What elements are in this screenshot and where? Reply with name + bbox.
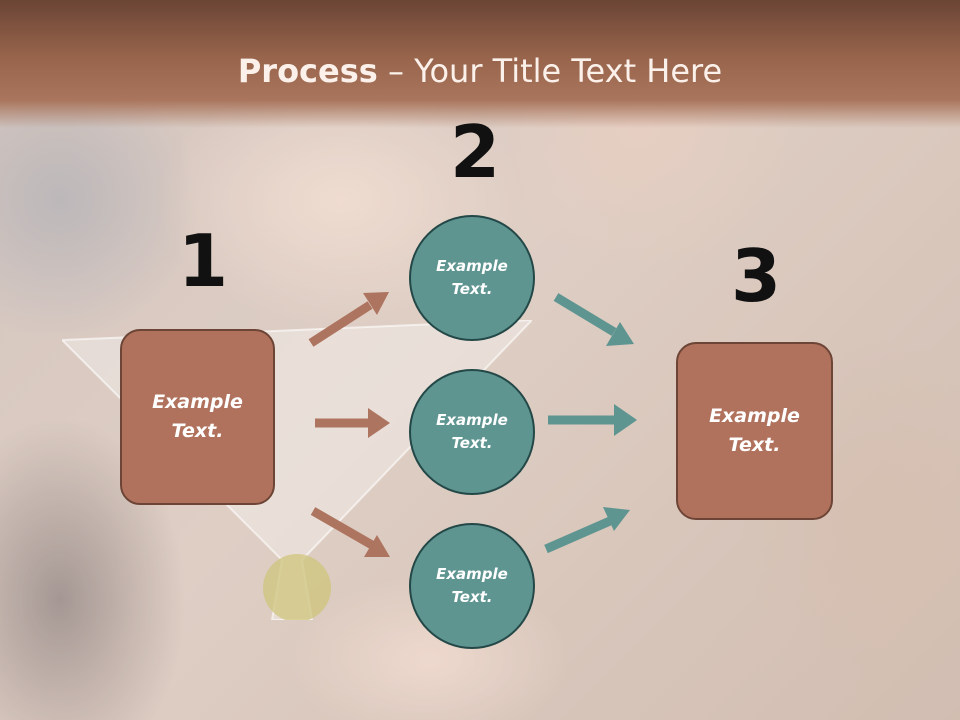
arrow-left-to-middle — [315, 408, 390, 438]
step-number-3: 3 — [731, 234, 782, 318]
step-number-1: 1 — [178, 219, 229, 303]
step-3-box: Example Text. — [676, 342, 833, 520]
step-number-2: 2 — [450, 110, 501, 194]
circle-middle-text: Example Text. — [436, 411, 508, 452]
title-rest: – Your Title Text Here — [377, 52, 723, 90]
arrow-middle-to-right — [548, 404, 637, 436]
circle-top-text: Example Text. — [436, 257, 508, 298]
arrow-bottom-to-right — [544, 507, 630, 554]
step-1-text: Example Text. — [152, 391, 243, 442]
step-2-circle-top: Example Text. — [409, 215, 535, 341]
step-2-circle-bottom: Example Text. — [409, 523, 535, 649]
arrow-left-to-top — [308, 292, 389, 347]
title-bar — [0, 0, 960, 128]
title-bold: Process — [237, 52, 378, 90]
circle-bottom-text: Example Text. — [436, 565, 508, 606]
step-3-text: Example Text. — [709, 405, 800, 456]
slide-title: Process – Your Title Text Here — [0, 52, 960, 90]
step-2-circle-middle: Example Text. — [409, 369, 535, 495]
arrow-top-to-right — [553, 293, 634, 346]
arrow-left-to-bottom — [310, 507, 390, 557]
step-1-box: Example Text. — [120, 329, 275, 505]
